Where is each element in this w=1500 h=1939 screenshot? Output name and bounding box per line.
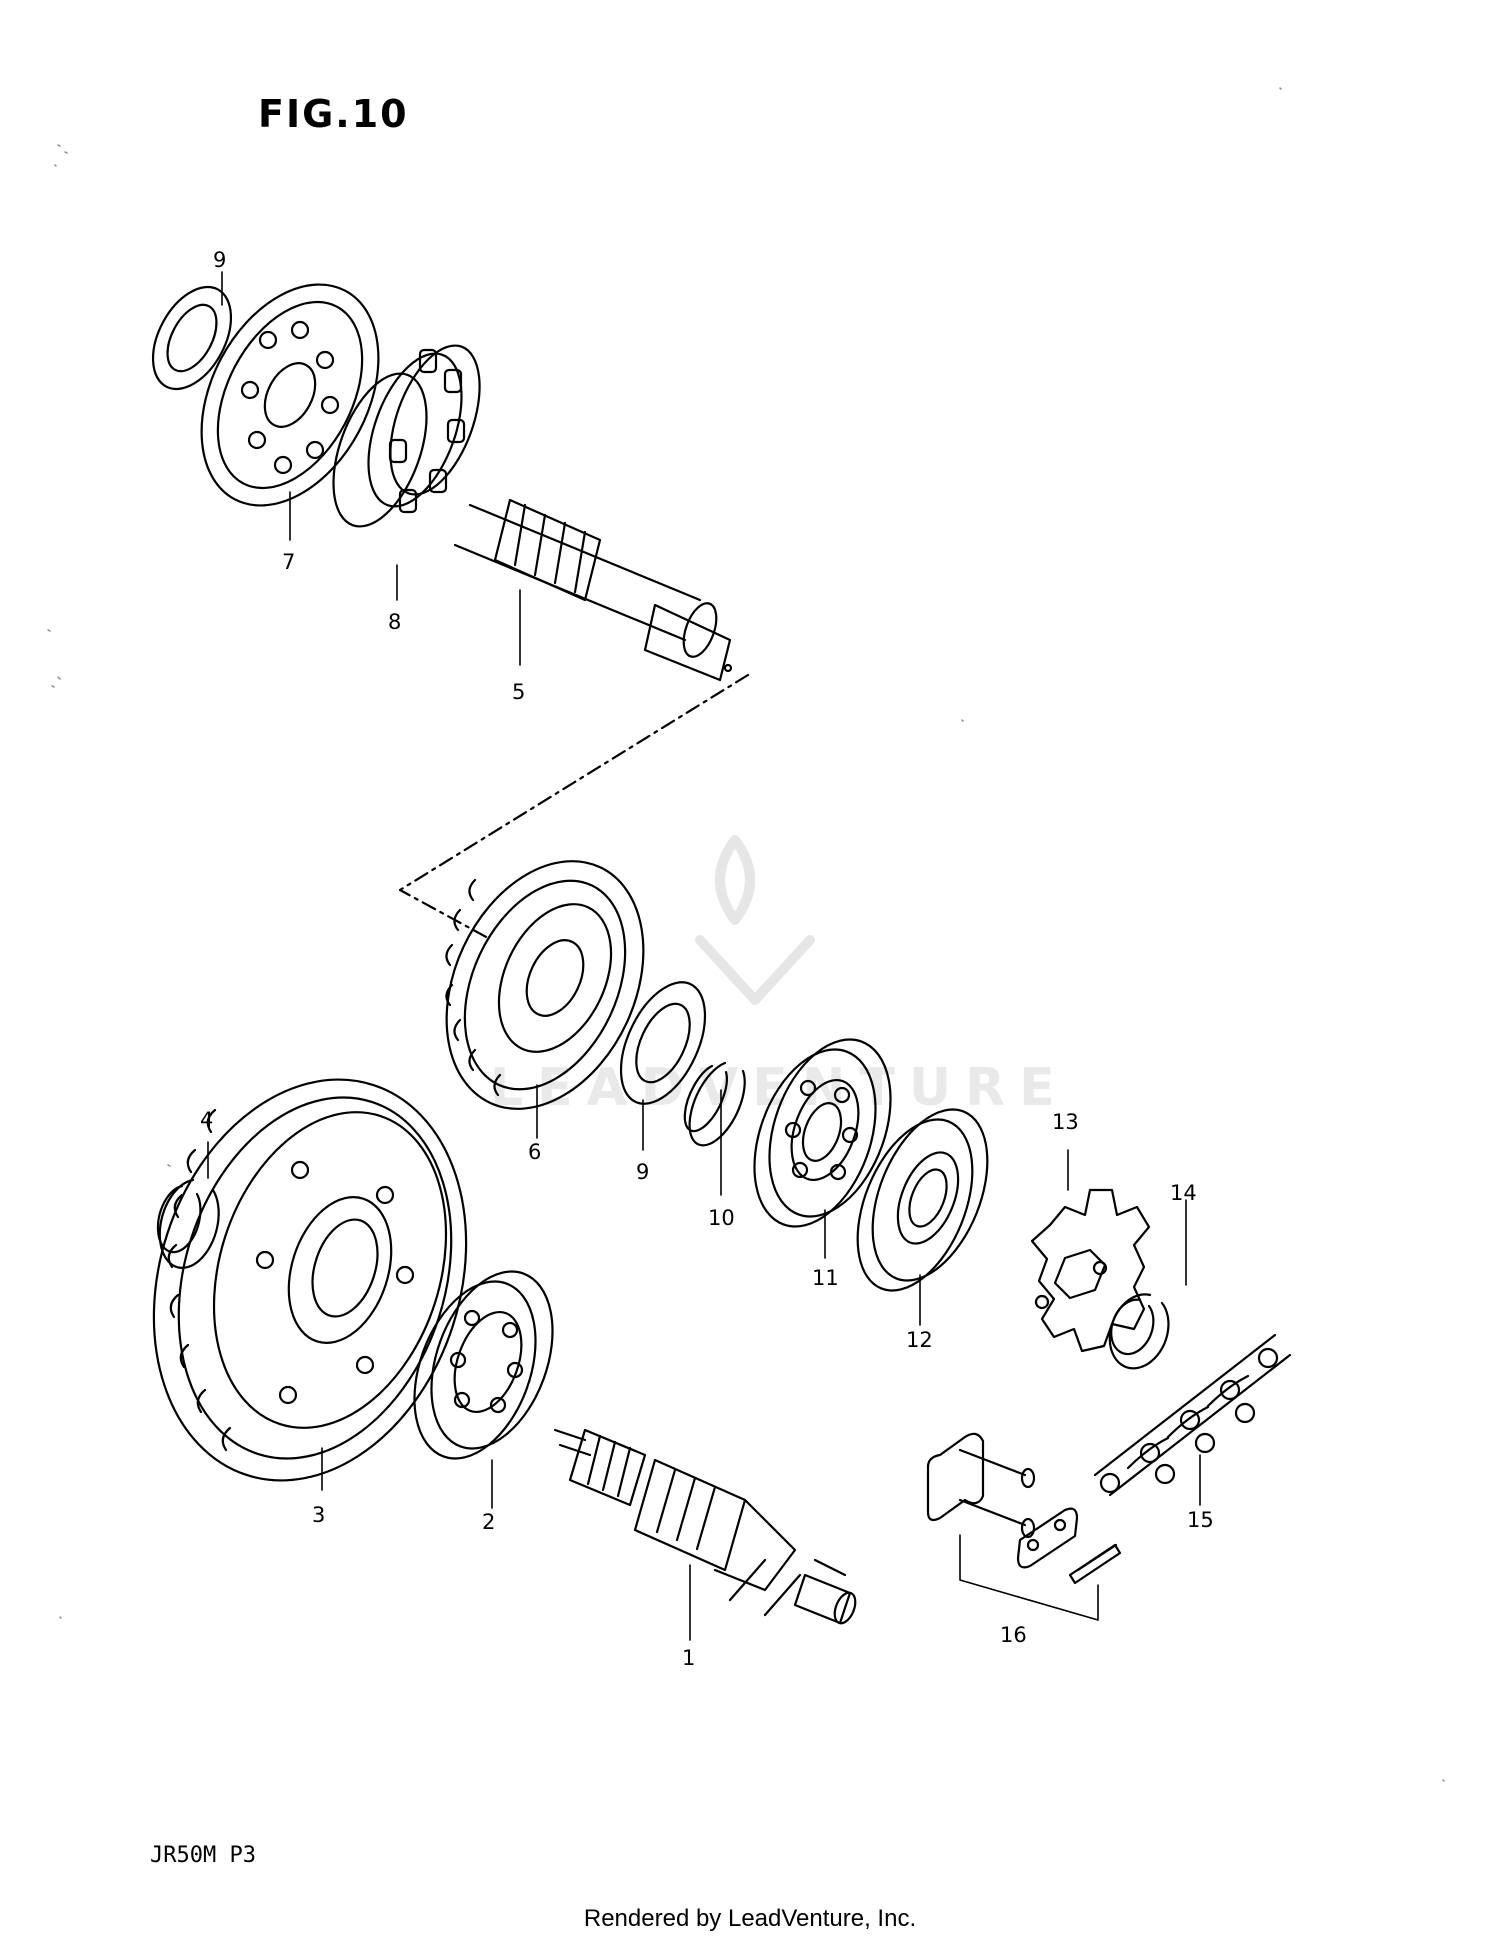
- master-link-part-16: [926, 1432, 1122, 1585]
- scan-specks: [47, 87, 1445, 1782]
- circlip-part-10: [683, 1061, 746, 1147]
- clutch-hub-part-8: [332, 344, 481, 528]
- callout-2: 2: [482, 1510, 496, 1534]
- chain-part-15: [1093, 1333, 1292, 1497]
- watermark-text: LEADVENTURE: [490, 1058, 1069, 1118]
- gear-part-6: [445, 860, 645, 1110]
- bearing-part-11: [753, 1038, 892, 1228]
- washer-top-part-9: [151, 285, 233, 391]
- leader-lines: [207, 271, 1201, 1641]
- gear-part-3: [152, 1078, 468, 1482]
- oil-seal-part-12: [856, 1108, 989, 1292]
- callout-5: 5: [512, 680, 526, 704]
- callout-15: 15: [1187, 1508, 1214, 1532]
- washer-mid-part-9: [619, 981, 707, 1105]
- alignment-line: [398, 673, 750, 940]
- watermark-logo: [695, 835, 815, 1005]
- callout-7: 7: [282, 550, 296, 574]
- callout-11: 11: [812, 1266, 839, 1290]
- callout-13: 13: [1052, 1110, 1079, 1134]
- gear-part-7: [200, 283, 380, 507]
- model-code: JR50M P3: [150, 1843, 256, 1868]
- callout-6: 6: [528, 1140, 542, 1164]
- callout-1: 1: [682, 1646, 696, 1670]
- render-credit: Rendered by LeadVenture, Inc.: [583, 1905, 917, 1932]
- callout-12: 12: [906, 1328, 933, 1352]
- callout-9-top: 9: [213, 248, 227, 272]
- figure-title: FIG.10: [258, 92, 409, 136]
- callout-14: 14: [1170, 1181, 1197, 1205]
- sprocket-part-13: [1030, 1188, 1151, 1353]
- callout-8: 8: [388, 610, 402, 634]
- circlip-part-14: [1108, 1293, 1170, 1370]
- callout-10: 10: [708, 1206, 735, 1230]
- drive-shaft-part-1: [553, 1428, 857, 1625]
- bearing-part-2: [413, 1270, 554, 1460]
- countershaft-part-5: [453, 498, 733, 682]
- callout-3: 3: [312, 1503, 326, 1527]
- callout-9-mid: 9: [636, 1160, 650, 1184]
- callout-4: 4: [200, 1108, 214, 1132]
- callout-16: 16: [1000, 1623, 1027, 1647]
